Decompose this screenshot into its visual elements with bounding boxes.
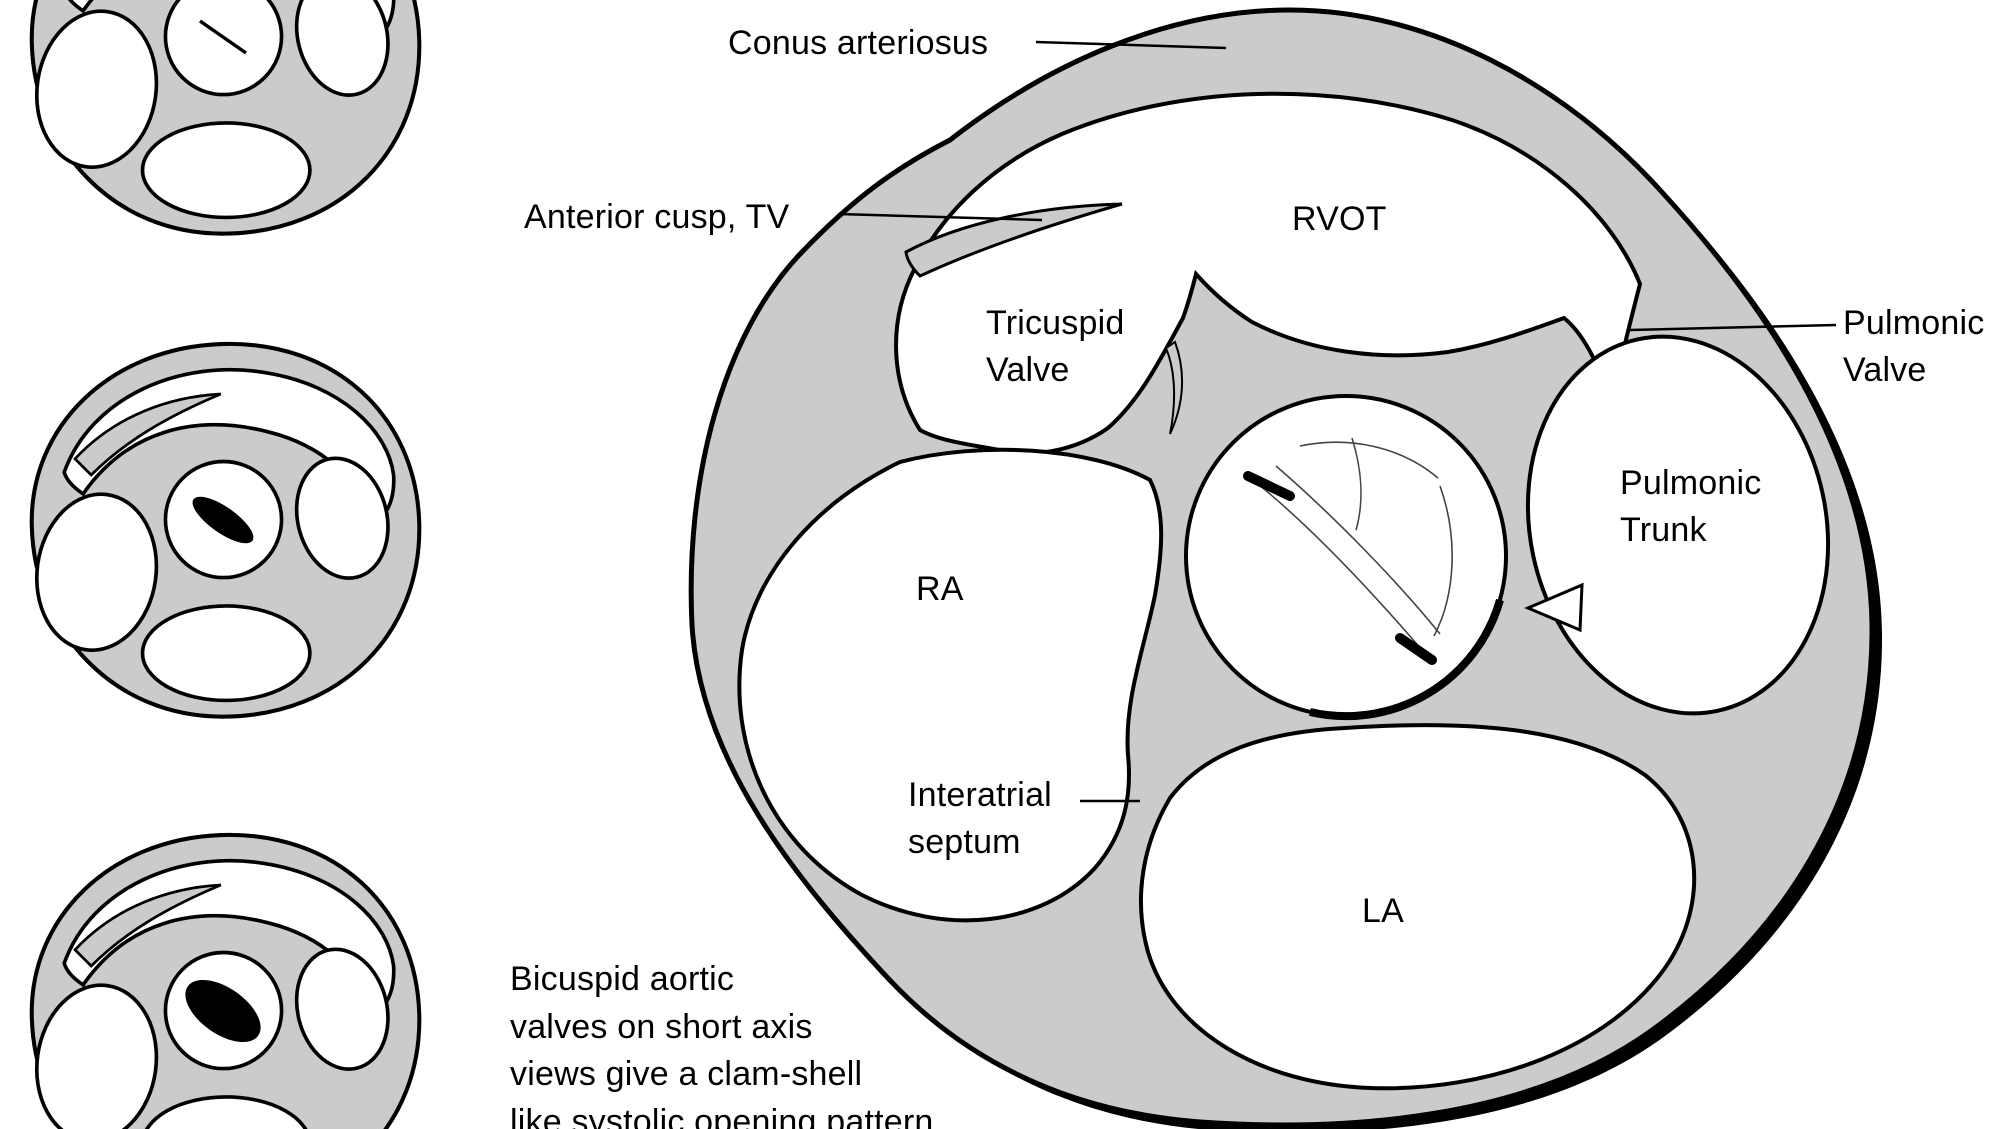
leader-conus-arteriosus [1035, 40, 1227, 50]
aortic-valve-open-ellipse [185, 979, 261, 1043]
aortic-valve-closed-line [199, 19, 247, 55]
label-interatrial-septum: Interatrial septum [908, 776, 1052, 861]
label-ra: RA [916, 570, 964, 608]
label-rvot: RVOT [1292, 200, 1387, 238]
leader-lines [837, 40, 1837, 803]
valve-cusp-hairlines [1257, 437, 1453, 651]
label-pulmonic-valve: Pulmonic Valve [1843, 304, 1985, 389]
aortic-valve [1184, 394, 1508, 721]
pulmonic-trunk-chamber [1524, 334, 1831, 716]
label-tricuspid-valve: Tricuspid Valve [986, 304, 1125, 389]
valve-slit-lower [1395, 633, 1437, 665]
leader-anterior-cusp [837, 212, 1043, 222]
ra-chamber [737, 447, 1164, 923]
aortic-valve-partial-opening-ellipse [192, 496, 254, 544]
label-la: LA [1362, 892, 1404, 930]
main-heart [688, 7, 1883, 1129]
label-pulmonic-trunk: Pulmonic Trunk [1620, 464, 1762, 549]
tricuspid-leaflet [1164, 340, 1184, 435]
mini-heart-top [27, 0, 419, 234]
mini-heart-middle [27, 344, 419, 717]
rvot-chamber [894, 91, 1643, 456]
figure-caption: Bicuspid aortic valves on short axis vie… [510, 960, 934, 1129]
aorta-thick-edge [1309, 598, 1504, 721]
label-conus-arteriosus: Conus arteriosus [728, 24, 989, 62]
mini-heart-bottom [27, 835, 419, 1129]
leader-pulmonic-valve [1629, 323, 1837, 332]
valve-slit-upper [1243, 471, 1295, 501]
label-anterior-cusp-tv: Anterior cusp, TV [524, 198, 790, 236]
anterior-cusp-tv-flap [904, 202, 1123, 278]
la-chamber [1138, 723, 1697, 1091]
